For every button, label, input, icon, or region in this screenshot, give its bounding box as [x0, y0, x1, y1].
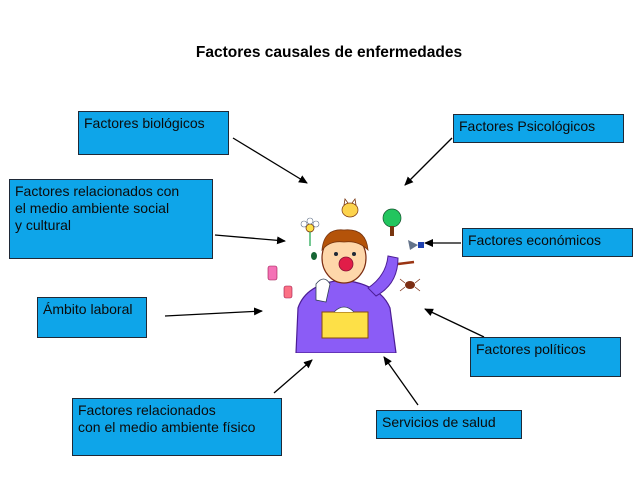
box-factores-medio-fisico: Factores relacionados con el medio ambie… — [72, 398, 282, 456]
box-factores-economicos: Factores económicos — [462, 228, 633, 257]
box-servicios-de-salud: Servicios de salud — [376, 410, 522, 439]
spider-icon — [399, 278, 421, 292]
diagram-title: Factores causales de enfermedades — [195, 44, 463, 61]
red-nose — [338, 256, 354, 272]
arm — [367, 255, 399, 297]
bug-icon — [311, 252, 317, 260]
arrow-psicologicos — [404, 137, 453, 186]
cat-icon — [341, 198, 359, 218]
arrow-laboral — [164, 307, 263, 317]
tree-icon — [382, 208, 402, 236]
box-ambito-laboral: Ámbito laboral — [37, 297, 147, 338]
arrow-biologicos — [232, 137, 308, 184]
tissue-box — [321, 311, 369, 339]
flower-icon — [300, 217, 320, 246]
box-factores-politicos: Factores políticos — [470, 337, 621, 377]
arrow-social — [214, 234, 286, 245]
hair — [321, 229, 369, 252]
box-factores-psicologicos: Factores Psicológicos — [453, 114, 624, 143]
arrow-politicos — [424, 308, 485, 338]
sick-person-illustration — [267, 198, 424, 353]
arrow-fisico — [273, 359, 313, 394]
cigarette-icon — [397, 260, 415, 266]
arrow-salud — [383, 356, 419, 406]
box-factores-social-cultural: Factores relacionados con el medio ambie… — [9, 179, 213, 259]
pills-icon — [267, 265, 293, 299]
spray-icon — [408, 240, 424, 250]
tissue — [315, 278, 331, 303]
box-factores-biologicos: Factores biológicos — [78, 111, 229, 155]
